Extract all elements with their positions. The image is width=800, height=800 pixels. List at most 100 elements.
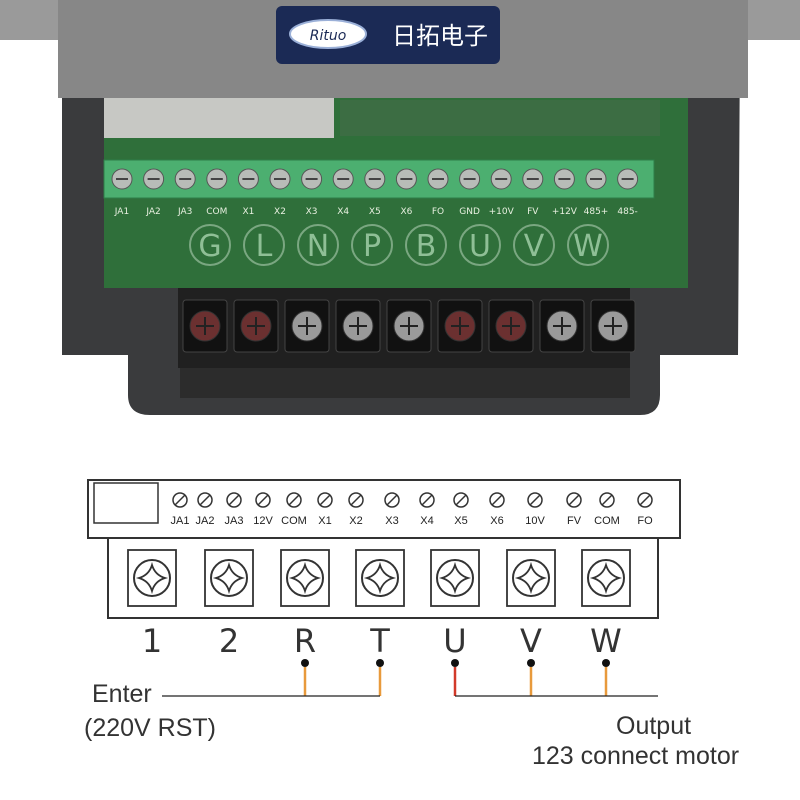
control-terminal-label: X3 xyxy=(306,207,318,217)
terminal-slash xyxy=(199,494,211,506)
screw-star xyxy=(363,561,397,595)
power-terminal-label: 2 xyxy=(218,622,240,660)
power-terminal-label: 1 xyxy=(141,622,163,660)
strip-blank-cell xyxy=(93,482,159,524)
power-terminal-label: V xyxy=(520,622,542,660)
wiring-diagram-graphic xyxy=(87,479,681,697)
wire-node xyxy=(602,659,610,667)
screw-star xyxy=(135,561,169,595)
terminal-slash xyxy=(568,494,580,506)
screw-star xyxy=(438,561,472,595)
wire-node xyxy=(376,659,384,667)
control-terminal-label: JA3 xyxy=(177,207,192,217)
control-terminal-label: JA3 xyxy=(224,515,244,527)
control-terminal-label: X4 xyxy=(337,207,349,217)
control-terminal-label: +10V xyxy=(489,207,515,217)
screw-star xyxy=(212,561,246,595)
wire-node xyxy=(451,659,459,667)
control-terminal-label: X5 xyxy=(454,515,468,527)
control-terminal-label: COM xyxy=(594,515,620,527)
control-terminal-label: FO xyxy=(637,515,653,527)
control-terminal-label: 10V xyxy=(525,515,545,527)
control-terminal-label: COM xyxy=(206,207,227,217)
green-screws xyxy=(111,168,639,190)
power-terminal-label: W xyxy=(590,622,622,660)
screw-star xyxy=(589,561,623,595)
control-terminal-label: X6 xyxy=(400,207,412,217)
cover-left-tab xyxy=(0,0,58,40)
power-letter-ring xyxy=(567,224,609,266)
terminal-slash xyxy=(174,494,186,506)
power-terminal-screw xyxy=(210,559,248,597)
control-terminal-label: FV xyxy=(566,515,582,527)
power-terminal-screw xyxy=(587,559,625,597)
terminal-slash xyxy=(257,494,269,506)
power-letter: G xyxy=(198,229,221,264)
brand-logo-oval xyxy=(289,19,367,49)
power-letter-ring xyxy=(405,224,447,266)
terminal-slash xyxy=(455,494,467,506)
power-letter: B xyxy=(416,229,437,264)
control-terminal-label: FO xyxy=(432,207,444,217)
control-terminal-label: X4 xyxy=(420,515,434,527)
input-label: Enter xyxy=(92,680,152,708)
terminal-slash xyxy=(228,494,240,506)
control-terminal-label: X3 xyxy=(385,515,399,527)
wire-node xyxy=(301,659,309,667)
control-terminal-label: X5 xyxy=(369,207,381,217)
power-letter: P xyxy=(363,229,381,264)
power-screws xyxy=(182,299,636,353)
control-terminal-label: 12V xyxy=(253,515,273,527)
power-terminal-screw xyxy=(512,559,550,597)
input-note: (220V RST) xyxy=(84,714,216,742)
power-terminal-screw xyxy=(436,559,474,597)
power-terminal-screw xyxy=(361,559,399,597)
power-letter: N xyxy=(307,229,329,264)
control-terminal-circles xyxy=(172,492,653,508)
power-terminal-boxes xyxy=(127,549,631,607)
control-terminal-label: 485- xyxy=(617,207,637,217)
power-letter-ring xyxy=(351,224,393,266)
control-terminal-label: X2 xyxy=(349,515,363,527)
power-letter-ring xyxy=(297,224,339,266)
terminal-slash xyxy=(288,494,300,506)
power-terminal-screw xyxy=(286,559,324,597)
power-letter-ring xyxy=(243,224,285,266)
screw-star xyxy=(288,561,322,595)
power-letter: W xyxy=(573,229,603,264)
power-terminal-label: R xyxy=(293,622,317,660)
power-terminal-label: T xyxy=(370,622,390,660)
terminal-slash xyxy=(639,494,651,506)
power-letter: U xyxy=(469,229,491,264)
relay-block xyxy=(104,98,334,138)
control-terminal-label: 485+ xyxy=(584,207,609,217)
power-letter: L xyxy=(256,229,273,264)
power-letter: V xyxy=(524,229,545,264)
control-terminal-label: JA2 xyxy=(195,515,215,527)
control-terminal-label: JA1 xyxy=(114,207,129,217)
power-letter-ring xyxy=(513,224,555,266)
power-letter-ring xyxy=(459,224,501,266)
power-terminal-label: U xyxy=(443,622,467,660)
control-terminal-label: X1 xyxy=(242,207,254,217)
power-letter-ring xyxy=(189,224,231,266)
brand-name: 日拓电子 xyxy=(392,22,488,50)
output-note: 123 connect motor xyxy=(532,742,740,770)
control-terminal-label: JA1 xyxy=(170,515,190,527)
screw-star xyxy=(514,561,548,595)
output-label: Output xyxy=(616,712,692,740)
control-strip xyxy=(87,479,681,539)
control-terminal-label: X2 xyxy=(274,207,286,217)
terminal-slash xyxy=(319,494,331,506)
wire-node xyxy=(527,659,535,667)
terminal-slash xyxy=(386,494,398,506)
terminal-slash xyxy=(491,494,503,506)
power-terminal-screw xyxy=(133,559,171,597)
control-terminal-label: JA2 xyxy=(145,207,160,217)
control-terminal-label: COM xyxy=(281,515,307,527)
